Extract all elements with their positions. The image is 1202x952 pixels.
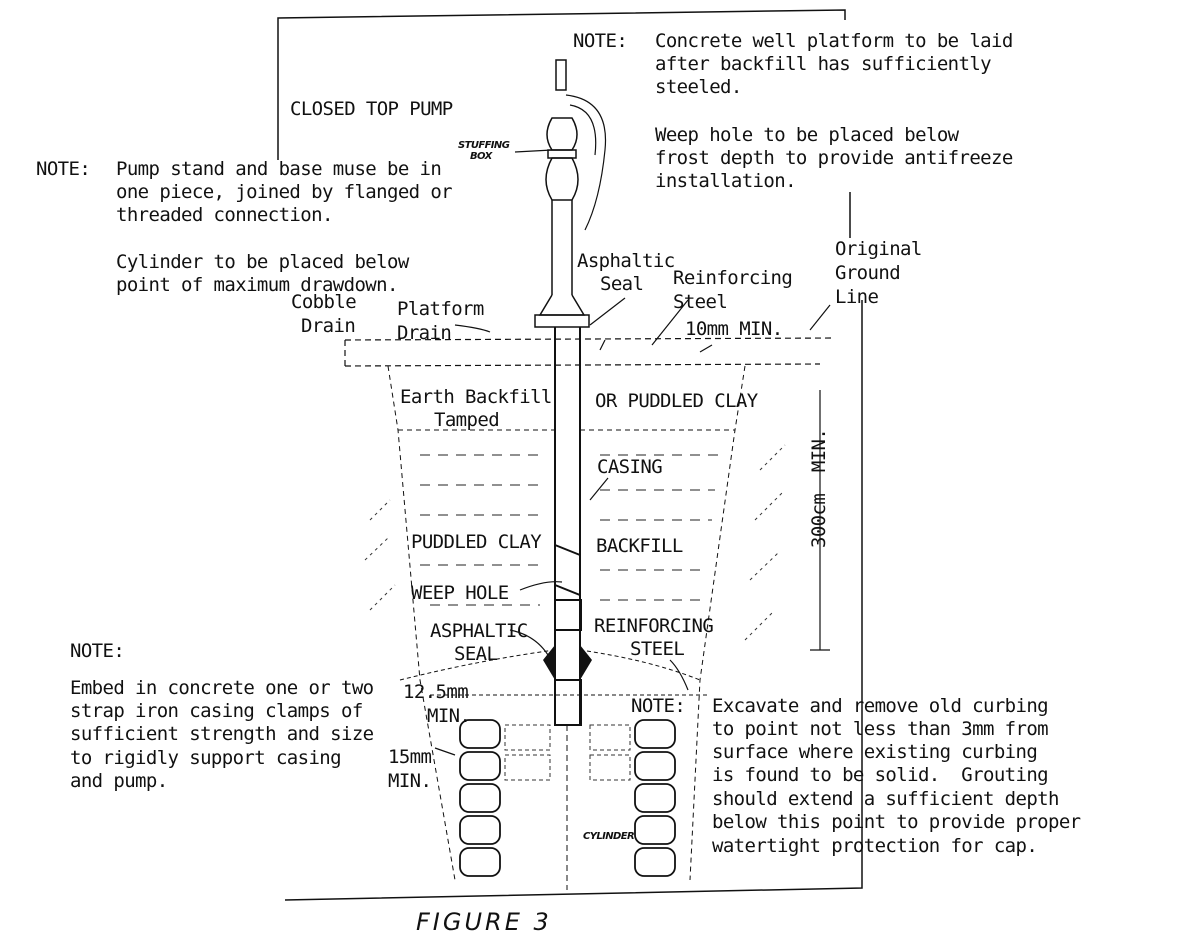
label-reinforcing-top: Reinforcing: [673, 267, 793, 289]
excavation-outline: [387, 365, 746, 881]
note-line: point of maximum drawdown.: [116, 274, 398, 296]
label-15mm: 15mm: [388, 746, 432, 768]
concrete-cap: [399, 649, 710, 696]
note-line: below this point to provide proper: [712, 811, 1081, 833]
note-line: strap iron casing clamps of: [70, 700, 363, 722]
backfill-hatch: [420, 454, 720, 606]
note-line: should extend a sufficient depth: [712, 788, 1059, 810]
label-backfill: BACKFILL: [596, 535, 683, 557]
label-steel-bottom: STEEL: [630, 638, 685, 660]
leader-lines: [434, 149, 831, 756]
label-cobble-drain: Drain: [301, 315, 356, 337]
outer-soil-hatch: [364, 444, 786, 641]
note-line: surface where existing curbing: [712, 741, 1038, 763]
label-seal-top: Seal: [600, 273, 644, 295]
note-line: Concrete well platform to be laid: [655, 30, 1013, 52]
note-label: NOTE:: [631, 695, 686, 717]
pump-handle: [565, 94, 607, 231]
note-line: to rigidly support casing: [70, 747, 342, 769]
note-line: Pump stand and base muse be in: [116, 158, 442, 180]
label-seal-bottom: SEAL: [454, 643, 498, 665]
platform-slab: [344, 337, 836, 367]
label-stuffing-box-2: BOX: [470, 151, 492, 162]
label-weep-hole: WEEP HOLE: [411, 582, 509, 604]
note-label: NOTE:: [70, 640, 125, 662]
label-or-puddled-clay: OR PUDDLED CLAY: [595, 390, 758, 412]
figure-frame: [277, 9, 863, 901]
label-steel-top: Steel: [673, 291, 728, 313]
note-line: to point not less than 3mm from: [712, 718, 1049, 740]
label-asphaltic-bottom: ASPHALTIC: [430, 620, 528, 642]
label-puddled-clay: PUDDLED CLAY: [411, 531, 542, 553]
label-earth-backfill: Earth Backfill: [400, 386, 552, 408]
label-10mm-min: 10mm MIN.: [685, 318, 783, 340]
label-12-5mm-min: MIN.: [427, 705, 471, 727]
note-line: installation.: [655, 170, 797, 192]
label-cylinder: CYLINDER: [583, 831, 635, 842]
note-line: is found to be solid. Grouting: [712, 764, 1049, 786]
label-ground: Ground: [835, 262, 901, 284]
label-cobble: Cobble: [291, 291, 357, 313]
note-line: threaded connection.: [116, 204, 333, 226]
figure-caption: FIGURE 3: [416, 908, 552, 936]
label-12-5mm: 12.5mm: [403, 681, 469, 703]
pump-stand: [534, 59, 590, 328]
casing-pipe: [554, 327, 582, 726]
note-line: Excavate and remove old curbing: [712, 695, 1049, 717]
note-line: sufficient strength and size: [70, 723, 374, 745]
note-label: NOTE:: [36, 158, 91, 180]
note-line: watertight protection for cap.: [712, 835, 1038, 857]
label-asphaltic-seal-top: Asphaltic: [577, 250, 675, 272]
diagram-title: CLOSED TOP PUMP: [290, 98, 453, 120]
note-line: Embed in concrete one or two: [70, 677, 374, 699]
note-line: after backfill has sufficiently: [655, 53, 992, 75]
label-15mm-min: MIN.: [388, 770, 432, 792]
note-label: NOTE:: [573, 30, 628, 52]
note-line: Weep hole to be placed below: [655, 124, 959, 146]
asphaltic-seal-wedges: [543, 645, 592, 680]
note-line: one piece, joined by flanged or: [116, 181, 453, 203]
label-platform-drain: Drain: [397, 322, 452, 344]
note-line: frost depth to provide antifreeze: [655, 147, 1013, 169]
label-line: Line: [835, 286, 879, 308]
label-reinforcing-bottom: REINFORCING: [594, 615, 714, 637]
note-line: and pump.: [70, 770, 168, 792]
curbing-stones-left: [459, 719, 501, 877]
grout-blocks: [504, 724, 631, 781]
label-platform: Platform: [397, 298, 484, 320]
label-original: Original: [835, 238, 922, 260]
note-line: steeled.: [655, 76, 742, 98]
label-casing: CASING: [597, 456, 663, 478]
label-tamped: Tamped: [434, 409, 500, 431]
note-line: Cylinder to be placed below: [116, 251, 409, 273]
label-depth-300cm: 300cm MIN.: [808, 428, 830, 548]
curbing-stones-right: [634, 719, 676, 877]
label-stuffing-box-1: STUFFING: [458, 140, 510, 151]
